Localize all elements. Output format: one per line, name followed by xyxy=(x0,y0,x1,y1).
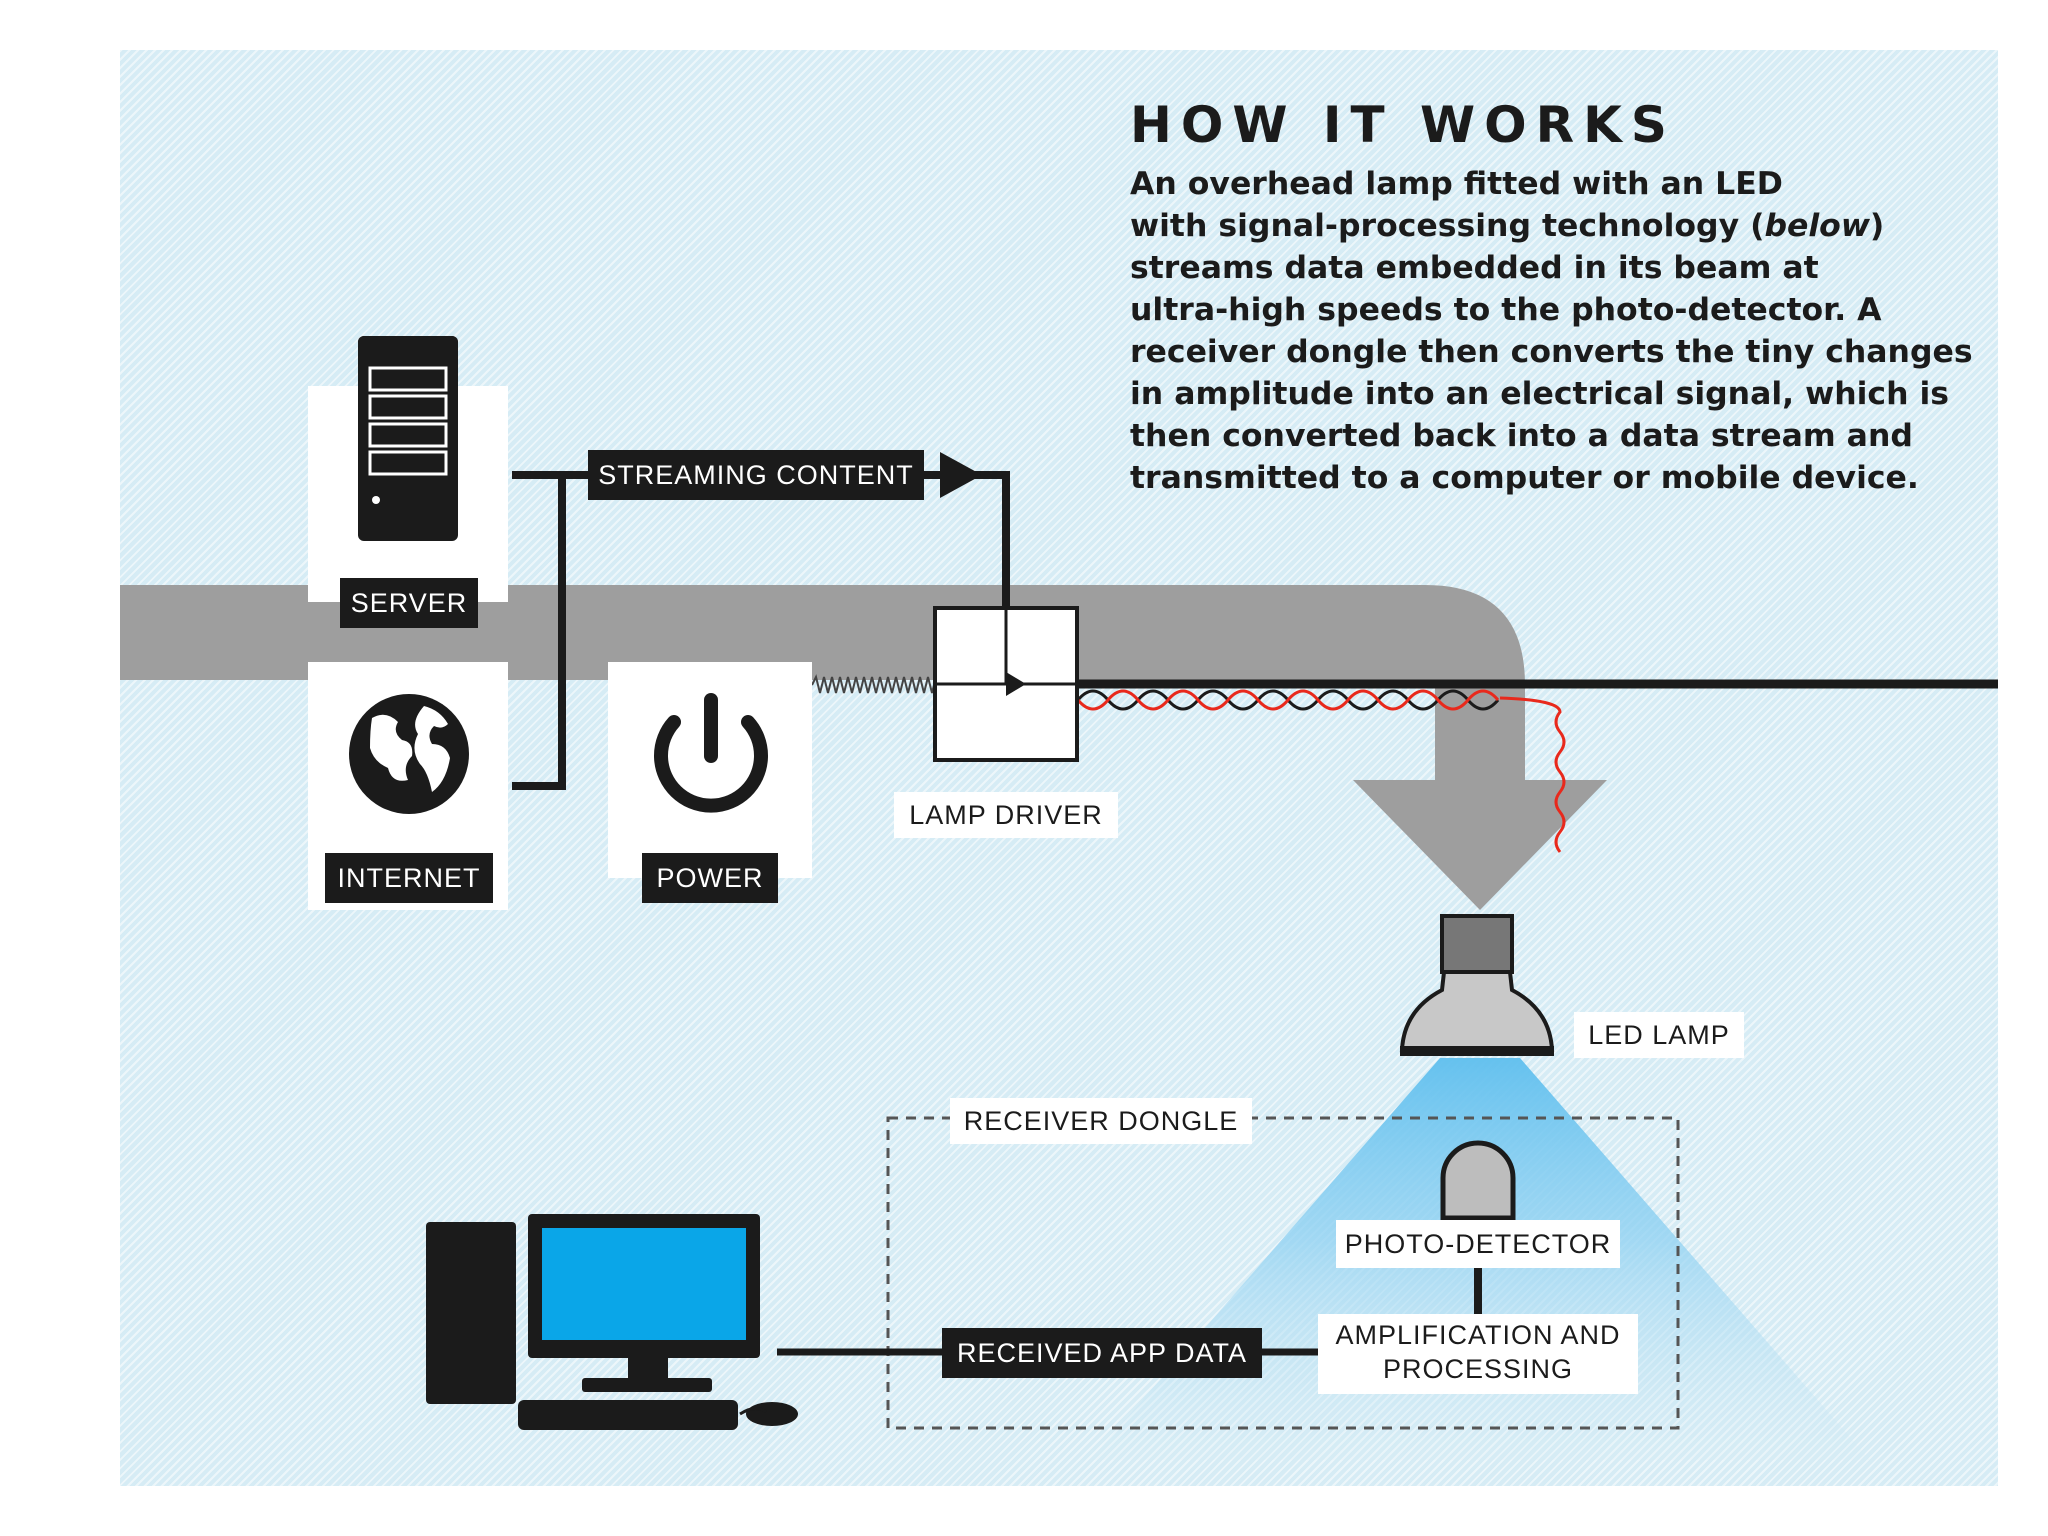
receiver-dongle-label: RECEIVER DONGLE xyxy=(950,1098,1252,1144)
led-lamp-label: LED LAMP xyxy=(1574,1012,1744,1058)
signal-wire-red xyxy=(1499,696,1566,853)
description-line: with signal-processing technology ( xyxy=(1130,208,1765,244)
description-line: ) xyxy=(1869,208,1885,244)
power-label: POWER xyxy=(642,853,778,903)
amplification-label-line: PROCESSING xyxy=(1382,1354,1574,1384)
receiver-dongle-outline xyxy=(886,1116,1680,1430)
amplification-label-line: AMPLIFICATION AND xyxy=(1335,1320,1621,1350)
internet-label: INTERNET xyxy=(325,853,493,903)
description-line: streams data embedded in its beam at xyxy=(1130,250,1819,286)
photo-detector-bulb xyxy=(1440,1140,1516,1221)
description-line: in amplitude into an electrical signal, … xyxy=(1130,376,1950,412)
description-text: An overhead lamp fitted with an LED with… xyxy=(1130,163,1973,499)
page-title: HOW IT WORKS xyxy=(1130,96,1676,154)
server-tile xyxy=(308,386,508,602)
photo-detector-label: PHOTO-DETECTOR xyxy=(1336,1220,1620,1268)
streaming-content-label: STREAMING CONTENT xyxy=(588,450,924,500)
description-line: then converted back into a data stream a… xyxy=(1130,418,1913,454)
description-line: transmitted to a computer or mobile devi… xyxy=(1130,460,1919,496)
received-app-data-label: RECEIVED APP DATA xyxy=(942,1328,1262,1378)
description-line: An overhead lamp fitted with an LED xyxy=(1130,166,1783,202)
power-tile xyxy=(608,662,812,878)
signal-wave-red xyxy=(1076,689,1500,711)
amplification-processing-label: AMPLIFICATION AND PROCESSING xyxy=(1318,1314,1638,1394)
internet-line xyxy=(512,475,566,790)
description-emphasis: below xyxy=(1764,208,1870,244)
desktop-computer-icon xyxy=(426,1214,798,1430)
led-lamp-icon xyxy=(1399,914,1555,1056)
description-line: ultra-high speeds to the photo-detector.… xyxy=(1130,292,1882,328)
lamp-driver-label: LAMP DRIVER xyxy=(894,792,1118,838)
server-label: SERVER xyxy=(340,578,478,628)
description-line: receiver dongle then converts the tiny c… xyxy=(1130,334,1973,370)
